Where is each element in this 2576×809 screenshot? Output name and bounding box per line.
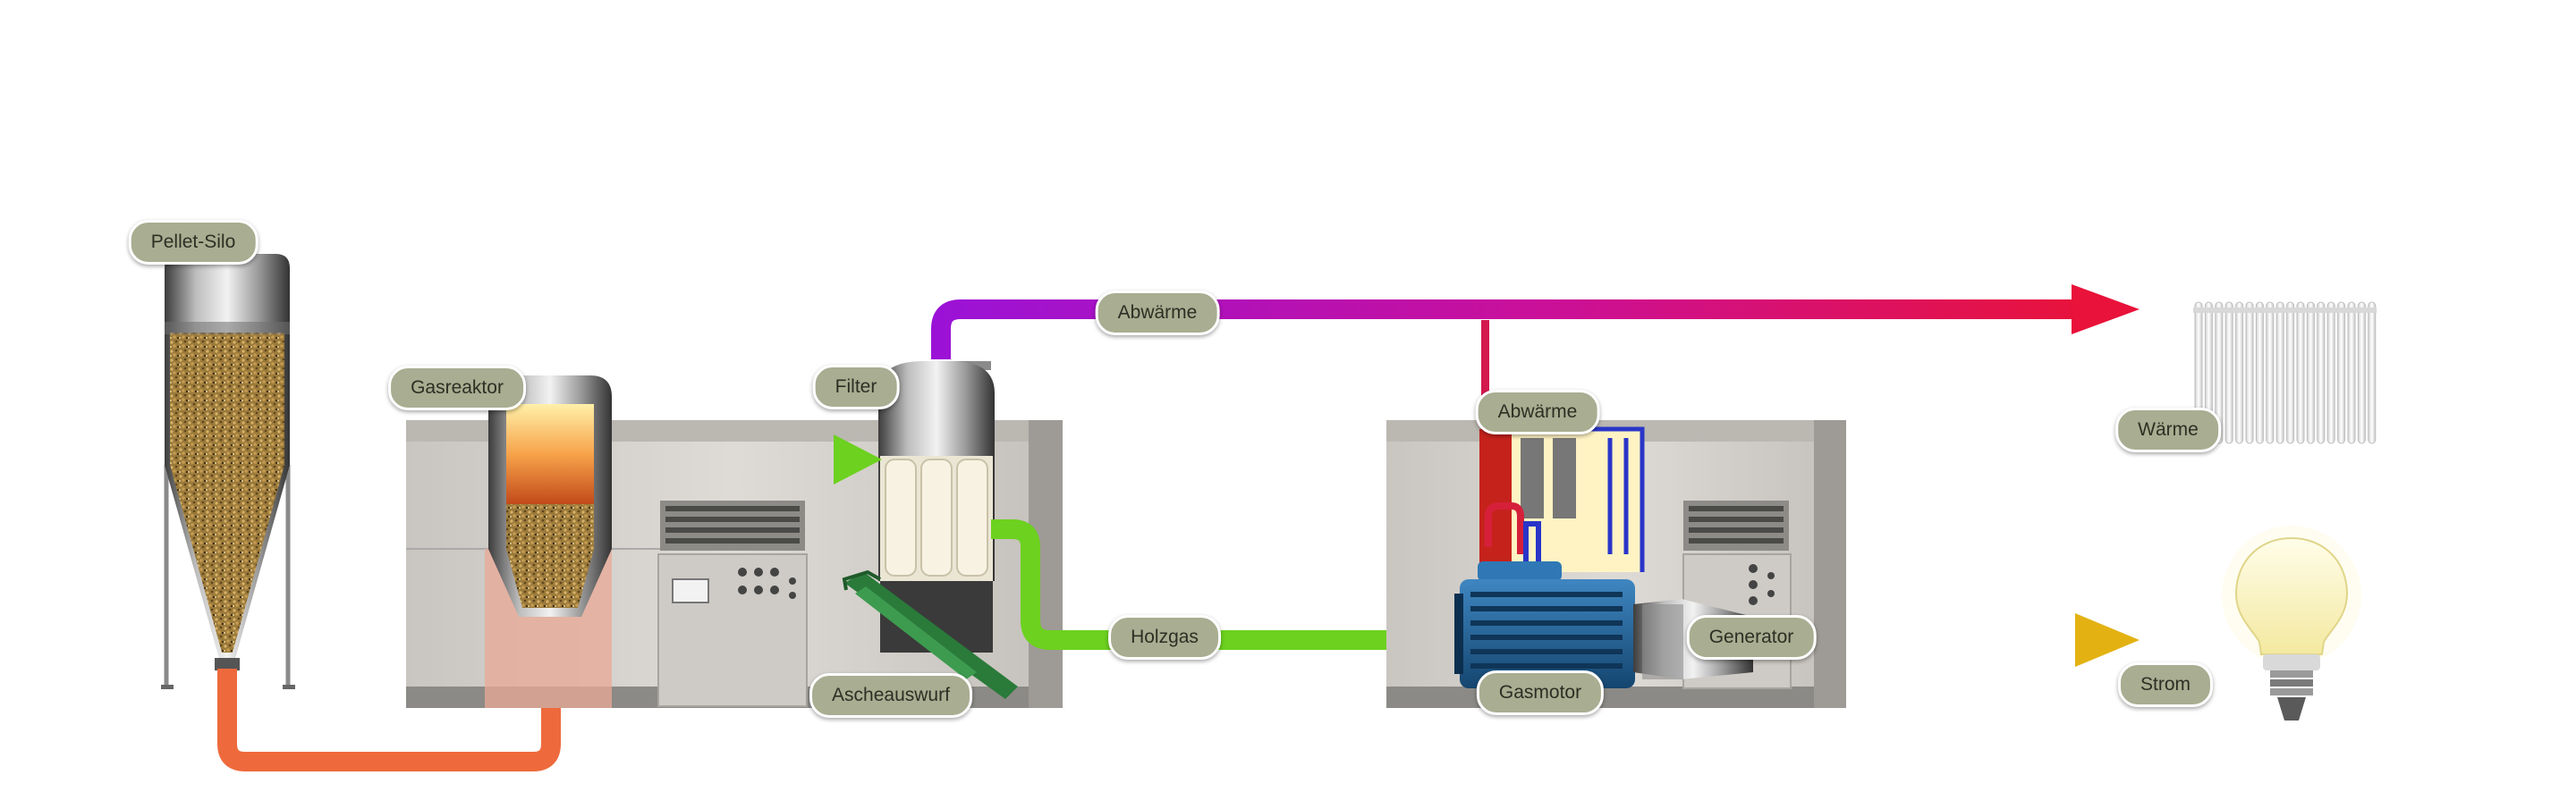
- radiator-fin: [2306, 301, 2315, 444]
- pellet-silo-icon: [161, 254, 295, 689]
- radiator-fin: [2286, 301, 2295, 444]
- ash-ejector-icon: [842, 569, 1018, 699]
- gas-reactor-icon: [485, 375, 612, 708]
- radiator-fin: [2224, 301, 2233, 444]
- power-flow-arrow: [1821, 613, 2140, 667]
- control-panel: [657, 553, 808, 707]
- label-abwaerme-top: Abwärme: [1095, 291, 1220, 335]
- label-gasmotor: Gasmotor: [1476, 670, 1605, 715]
- radiator-fin: [2317, 301, 2326, 444]
- radiator-top-bar: [2193, 308, 2377, 313]
- radiator-fin: [2296, 301, 2305, 444]
- heat-flow-arrow: [931, 284, 2140, 454]
- radiator-fin: [2326, 301, 2335, 444]
- radiator-fin: [2337, 301, 2346, 444]
- label-holzgas: Holzgas: [1108, 615, 1221, 660]
- radiator-icon: [2193, 301, 2377, 444]
- radiator-fin: [2245, 301, 2254, 444]
- label-filter: Filter: [812, 365, 900, 409]
- gas-flow-to-filter: [597, 434, 882, 485]
- gas-engine-icon: [1454, 561, 1635, 688]
- light-bulb-icon: [2222, 526, 2361, 721]
- radiator-fin: [2347, 301, 2356, 444]
- radiator-fin: [2255, 301, 2264, 444]
- radiator-fin: [2368, 301, 2377, 444]
- label-strom: Strom: [2117, 662, 2214, 707]
- label-waerme: Wärme: [2115, 408, 2221, 452]
- label-gasreaktor: Gasreaktor: [388, 366, 526, 410]
- cabinet-vent: [660, 501, 805, 551]
- radiator-fin: [2215, 301, 2224, 444]
- label-pellet-silo: Pellet-Silo: [128, 220, 258, 265]
- label-generator: Generator: [1686, 615, 1817, 660]
- label-abwaerme-engine: Abwärme: [1475, 390, 1600, 434]
- radiator-fin: [2275, 301, 2284, 444]
- radiator-fin: [2266, 301, 2275, 444]
- filter-icon: [878, 361, 995, 653]
- radiator-fin: [2357, 301, 2366, 444]
- engine-heat-connector: [1481, 320, 1489, 454]
- radiator-fin: [2235, 301, 2244, 444]
- label-ascheauswurf: Ascheauswurf: [809, 673, 972, 718]
